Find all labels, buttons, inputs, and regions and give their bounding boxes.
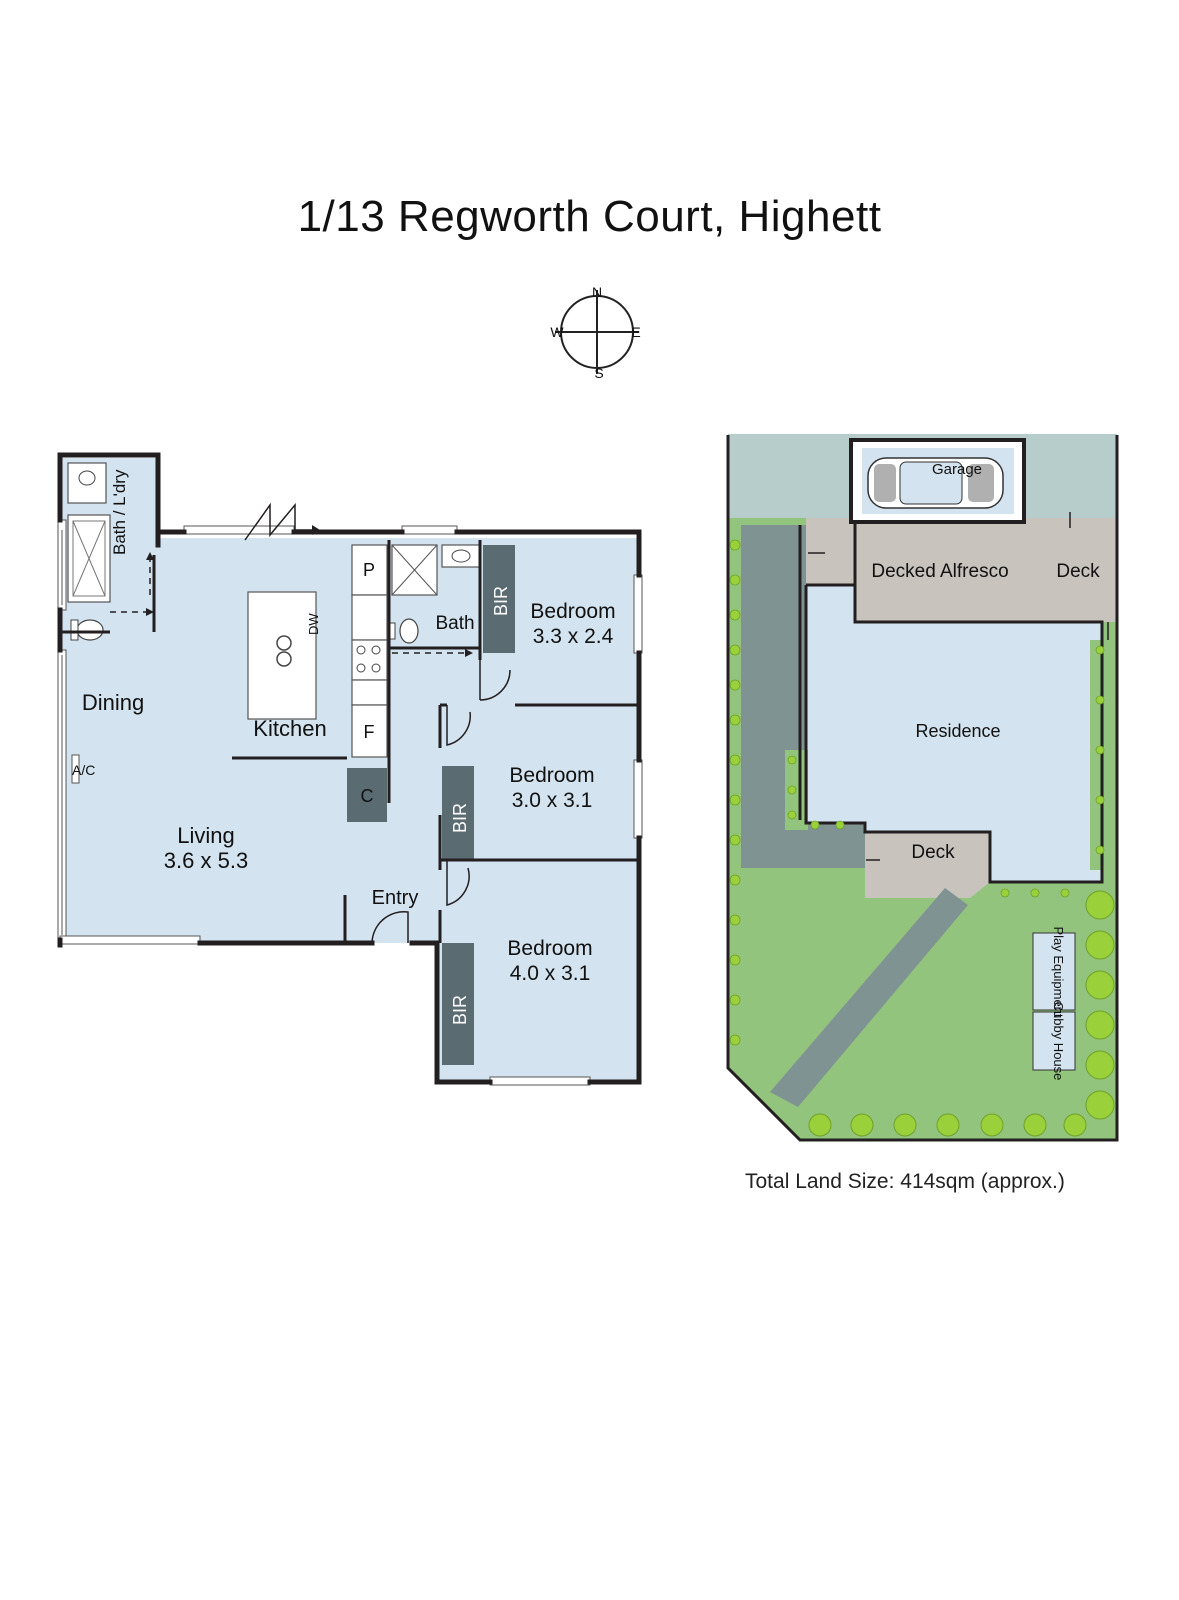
entry-label: Entry (372, 887, 419, 909)
residence-label: Residence (915, 721, 1000, 741)
pantry-label: P (363, 560, 375, 580)
site-plan: Garage Decked Alfresco Deck Residence De… (726, 434, 1119, 1142)
ac-unit (71, 754, 80, 784)
toilet-2 (76, 619, 104, 641)
bir-2-label: BIR (450, 803, 470, 833)
bir-1-label: BIR (491, 586, 511, 616)
bir-2 (442, 766, 474, 860)
bath-laundry-label: Bath / L'dry (110, 469, 129, 555)
kitchen-label: Kitchen (253, 716, 326, 741)
compass-north: N (592, 284, 602, 300)
play-equipment-label: Play Equipment (1051, 926, 1066, 1017)
small-deck (865, 832, 990, 898)
cooktop (351, 639, 388, 681)
bir-3 (442, 943, 474, 1065)
bedroom2-size: 3.0 x 3.1 (512, 789, 593, 812)
bedroom2-label: Bedroom (509, 764, 594, 787)
toilet (399, 618, 419, 644)
bath-label: Bath (435, 613, 474, 634)
decked-alfresco (806, 518, 1117, 622)
dishwasher-label: DW (306, 613, 321, 635)
bir-3-label: BIR (450, 995, 470, 1025)
fridge (351, 704, 388, 758)
cupboard-label: C (361, 786, 374, 806)
kitchen-island (247, 591, 317, 720)
bedroom1-label: Bedroom (530, 600, 615, 623)
garage-label: Garage (932, 461, 982, 478)
floor-plan: Bath / L'dry P F C DW Bath Dining Kitche… (57, 452, 643, 1086)
compass-east: E (631, 324, 640, 340)
dining-label: Dining (82, 690, 144, 715)
plan-title: 1/13 Regworth Court, Highett (297, 192, 882, 241)
living-label: Living (177, 823, 234, 848)
compass-west: W (550, 324, 564, 340)
living-size: 3.6 x 5.3 (164, 848, 248, 873)
ac-label: A/C (72, 762, 95, 778)
bath-vanity (441, 544, 481, 568)
deck-label-1: Deck (1056, 561, 1100, 582)
bedroom1-size: 3.3 x 2.4 (533, 625, 614, 648)
cubby-house-box (1032, 1011, 1076, 1071)
laundry-tub (67, 462, 107, 504)
cubby-house-label: Cubby House (1051, 1002, 1066, 1081)
diagonal-path (770, 888, 968, 1107)
compass-south: S (594, 365, 603, 381)
car-icon (867, 457, 1004, 509)
play-equipment-box (1032, 932, 1076, 1011)
cupboard-c (347, 768, 387, 822)
fridge-label: F (364, 722, 375, 742)
pantry (351, 544, 388, 596)
decked-alfresco-label: Decked Alfresco (871, 561, 1008, 582)
bedroom3-size: 4.0 x 3.1 (510, 962, 591, 985)
deck-label-2: Deck (911, 842, 955, 863)
land-size-note: Total Land Size: 414sqm (approx.) (745, 1170, 1065, 1193)
bedroom3-label: Bedroom (507, 937, 592, 960)
bir-1 (483, 545, 515, 653)
compass: N E S W (550, 284, 640, 381)
residence (806, 585, 1102, 882)
